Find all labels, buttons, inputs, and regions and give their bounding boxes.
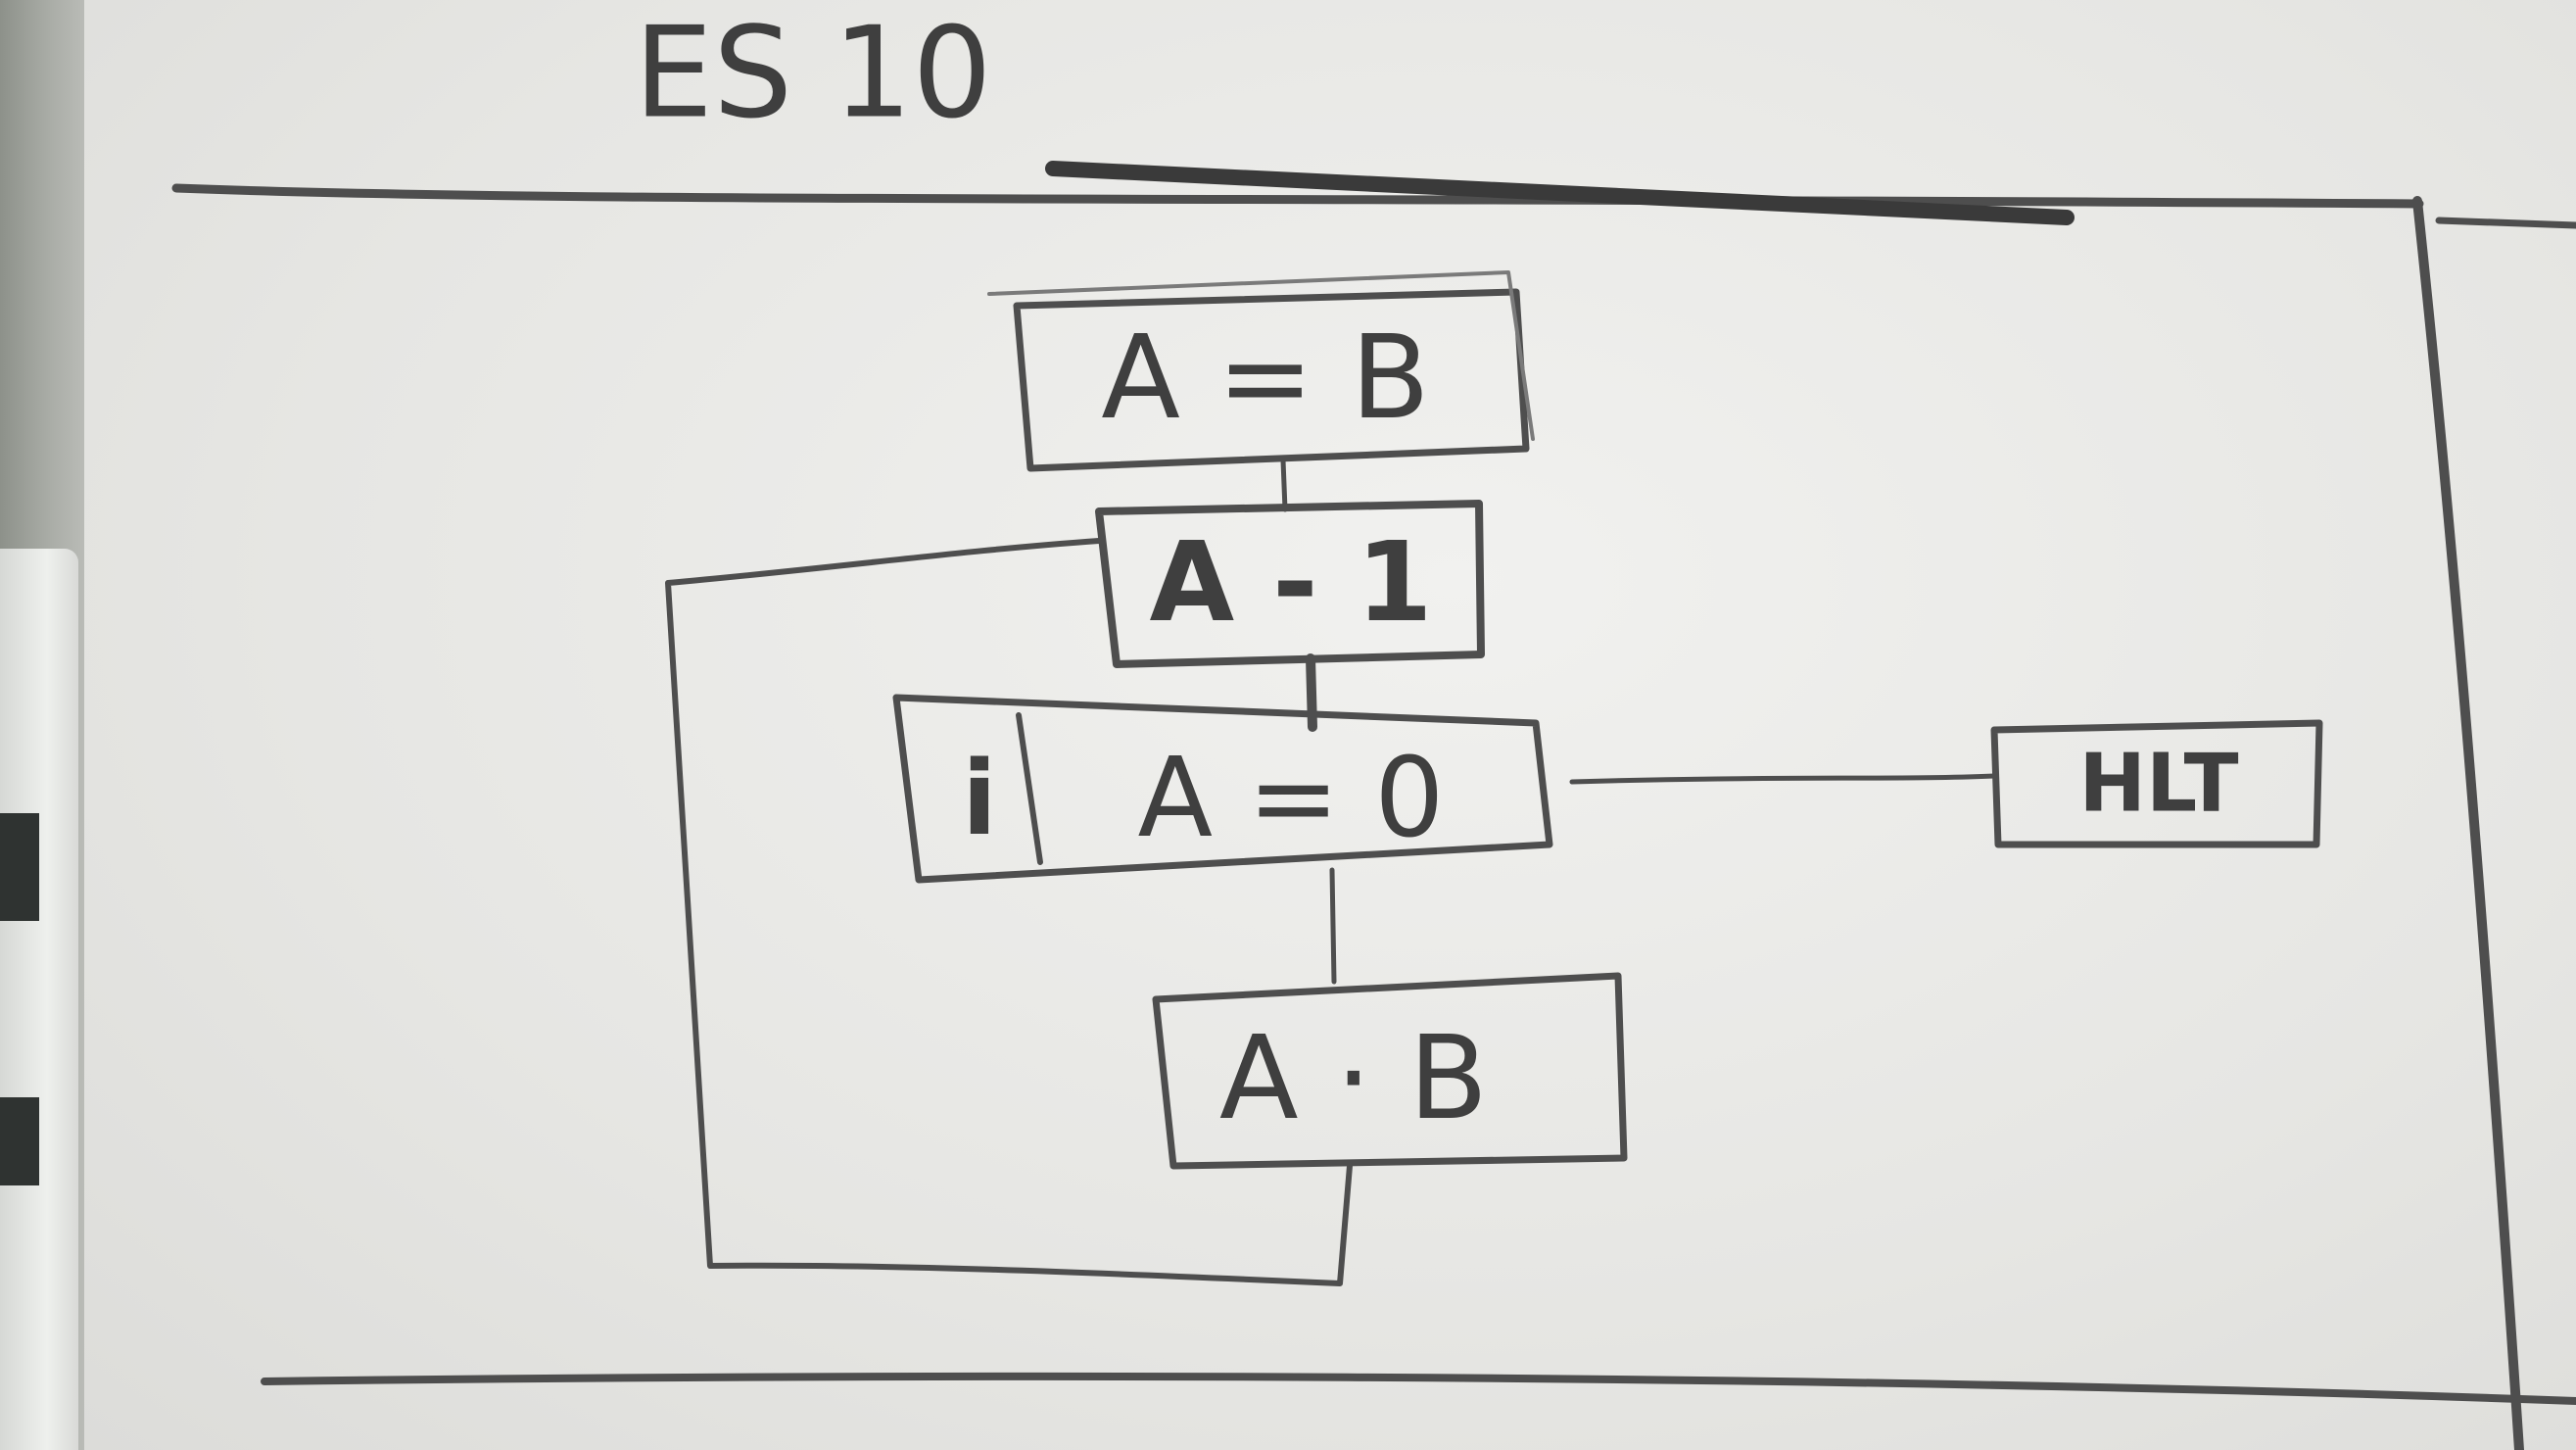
top-divider-line-extension bbox=[2435, 217, 2576, 229]
condition-node-box bbox=[892, 694, 1553, 884]
assign-node-box-echo bbox=[987, 270, 1535, 441]
assign-node-box bbox=[1013, 288, 1530, 472]
loop-back-connector bbox=[665, 538, 1353, 1286]
assign-node: A = B bbox=[987, 270, 1535, 472]
binder-clip bbox=[0, 549, 78, 1450]
halt-node-label: HLT bbox=[2078, 738, 2238, 831]
multiply-node-box bbox=[1152, 972, 1628, 1170]
decrement-node: A - 1 bbox=[1095, 500, 1485, 668]
top-divider-line-heavy bbox=[1045, 161, 2075, 225]
condition-node-prefix: i bbox=[962, 739, 997, 858]
halt-node: HLT bbox=[1990, 719, 2323, 848]
halt-node-box bbox=[1990, 719, 2323, 848]
assign-node-label: A = B bbox=[1101, 310, 1430, 445]
bottom-divider-line bbox=[261, 1372, 2576, 1405]
decrement-node-label: A - 1 bbox=[1149, 519, 1432, 647]
page-title: ES 10 bbox=[634, 1, 992, 147]
binder-clip-tab bbox=[0, 813, 39, 921]
connector-condition-to-multiply bbox=[1329, 867, 1337, 985]
multiply-node-label: A · B bbox=[1219, 1010, 1488, 1145]
multiply-node: A · B bbox=[1152, 972, 1628, 1170]
condition-node-label: A = 0 bbox=[1138, 735, 1445, 862]
condition-node: i A = 0 bbox=[892, 694, 1553, 884]
connector-assign-to-decrement bbox=[1280, 458, 1288, 512]
binder-clip-tab bbox=[0, 1097, 39, 1185]
decrement-node-box bbox=[1095, 500, 1485, 668]
connector-condition-to-halt bbox=[1569, 773, 1996, 785]
top-divider-line bbox=[171, 183, 2424, 209]
right-border-line bbox=[2412, 196, 2524, 1450]
condition-node-divider bbox=[1016, 712, 1043, 865]
